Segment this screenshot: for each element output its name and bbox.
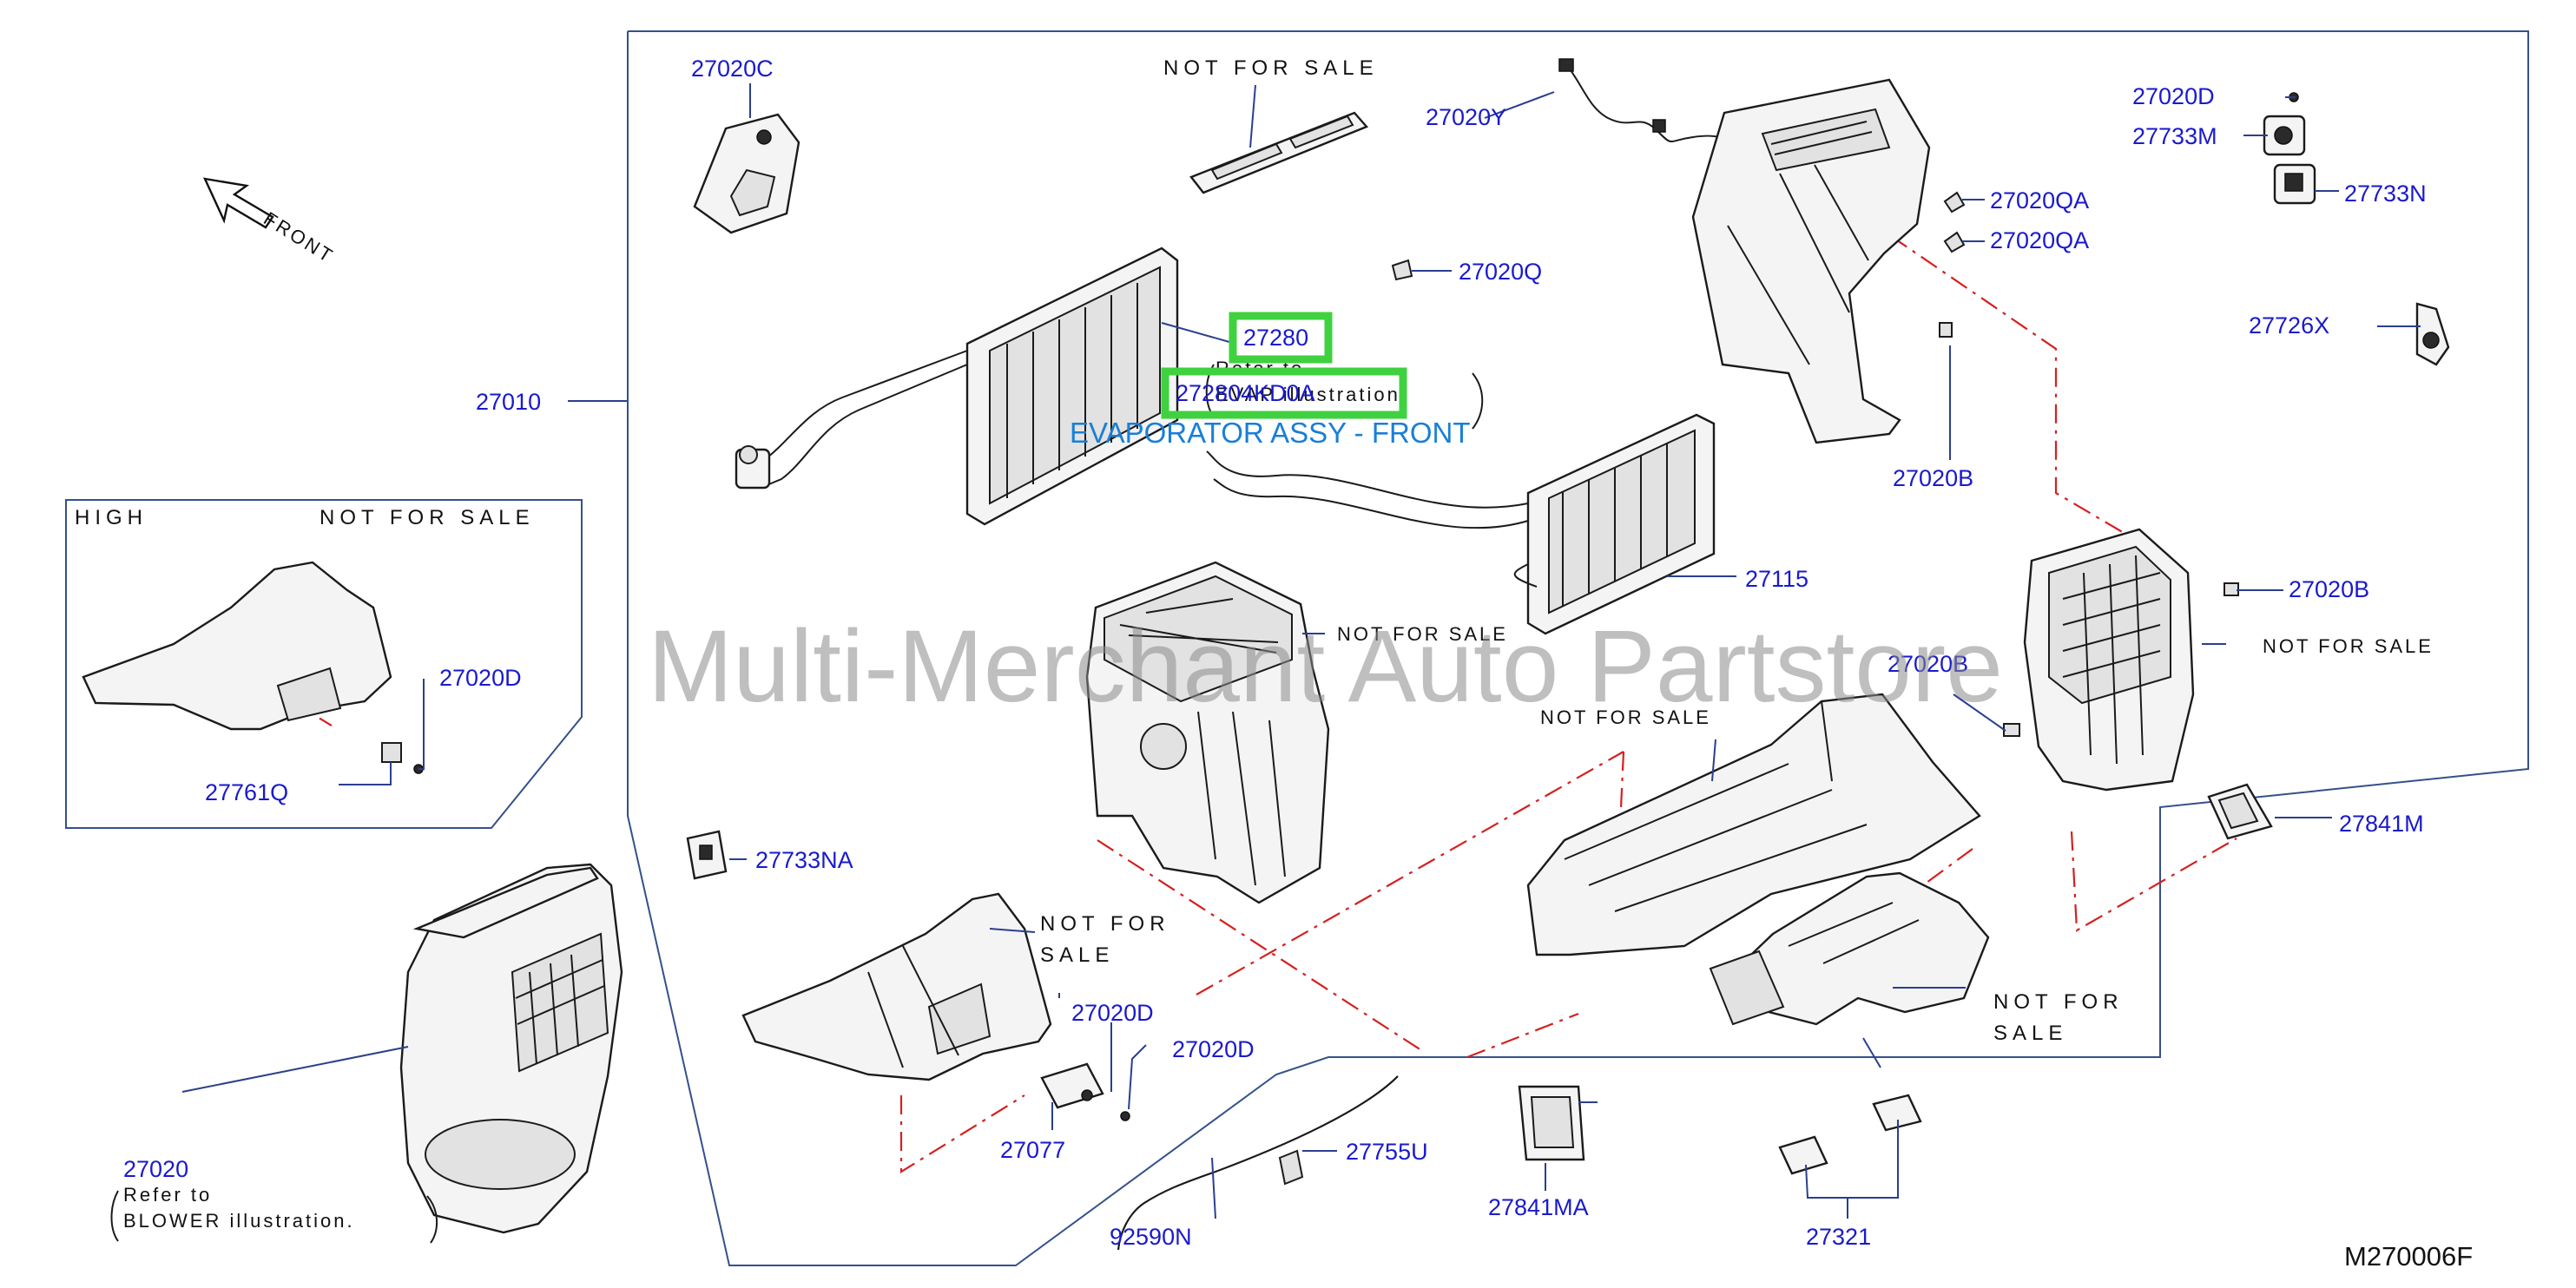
label-sale-lower-left: SALE bbox=[1040, 943, 1114, 967]
part-label-27841m[interactable]: 27841M bbox=[2339, 811, 2424, 837]
part-label-27020b-1[interactable]: 27020B bbox=[1893, 465, 1973, 491]
clip-27020b-upper-part bbox=[1939, 322, 1953, 338]
part-label-27841ma[interactable]: 27841MA bbox=[1488, 1194, 1589, 1220]
lower-duct-part bbox=[1709, 871, 1990, 1026]
part-label-27020d-top[interactable]: 27020D bbox=[2132, 83, 2215, 109]
part-label-27115[interactable]: 27115 bbox=[1745, 566, 1808, 592]
part-label-27733n[interactable]: 27733N bbox=[2344, 181, 2427, 207]
part-label-27020y[interactable]: 27020Y bbox=[1426, 104, 1506, 130]
label-not-for-lower-right: NOT FOR bbox=[1993, 990, 2124, 1014]
part-label-27761q[interactable]: 27761Q bbox=[205, 779, 288, 805]
label-blower-illustration: BLOWER illustration. bbox=[123, 1210, 355, 1232]
seal-27020c-part bbox=[693, 113, 800, 234]
highlight-box-27280-4kd0a bbox=[1161, 367, 1407, 419]
clip-27755u-part bbox=[1278, 1149, 1304, 1186]
label-not-for-sale-center: NOT FOR SALE bbox=[1337, 623, 1508, 645]
part-label-27020b-2[interactable]: 27020B bbox=[2289, 576, 2369, 602]
actuator-27733na-part bbox=[686, 830, 728, 880]
part-label-27280-4kd0a[interactable]: 272804KD0A bbox=[1176, 380, 1315, 406]
part-label-27020b-3[interactable]: 27020B bbox=[1888, 651, 1968, 677]
bracket-27077-part bbox=[1040, 1062, 1130, 1121]
part-label-27733m[interactable]: 27733M bbox=[2132, 123, 2217, 149]
parts-27321-part bbox=[1778, 1094, 1922, 1175]
inset-title: HIGH bbox=[75, 506, 148, 529]
highlight-box-27280 bbox=[1229, 312, 1333, 364]
case-lower-left-part bbox=[741, 892, 1052, 1081]
clip-27020b-mid-part bbox=[2003, 723, 2020, 737]
label-not-for-sale-duct: NOT FOR SALE bbox=[1540, 706, 1711, 728]
label-not-for-lower-left: NOT FOR bbox=[1040, 912, 1170, 936]
label-evap-illustration: EVAP illustration. bbox=[1216, 384, 1408, 405]
part-label-27020q[interactable]: 27020Q bbox=[1459, 259, 1542, 285]
case-upper-right-part bbox=[1691, 78, 1931, 444]
part-label-27733na[interactable]: 27733NA bbox=[755, 847, 853, 873]
part-label-27020[interactable]: 27020 bbox=[123, 1156, 188, 1182]
front-arrow-icon bbox=[202, 177, 274, 229]
part-label-27020d-inset[interactable]: 27020D bbox=[439, 665, 522, 691]
case-right-part bbox=[2023, 528, 2195, 792]
assembly-frame bbox=[627, 30, 2529, 1266]
part-label-27020c[interactable]: 27020C bbox=[691, 56, 774, 82]
label-refer-to-blower: Refer to bbox=[123, 1184, 212, 1206]
part-label-27010[interactable]: 27010 bbox=[476, 389, 541, 415]
part-label-27280[interactable]: 27280 bbox=[1243, 325, 1308, 351]
part-label-27077[interactable]: 27077 bbox=[1000, 1137, 1065, 1163]
sensor-27726x-part bbox=[2415, 302, 2450, 366]
diagram-code: M270006F bbox=[2344, 1241, 2473, 1272]
clip-27020b-right-part bbox=[2224, 582, 2239, 596]
inset-frame bbox=[65, 499, 583, 829]
label-not-for-sale-1: NOT FOR SALE bbox=[1163, 56, 1379, 80]
callout-label: EVAPORATOR ASSY - FRONT bbox=[1070, 417, 1470, 449]
part-label-27020qa-1[interactable]: 27020QA bbox=[1990, 187, 2089, 214]
watermark-text: Multi-Merchant Auto Partstore bbox=[648, 609, 2003, 724]
label-sale-lower-right: SALE bbox=[1993, 1022, 2067, 1045]
part-label-27020d-2[interactable]: 27020D bbox=[1071, 1000, 1154, 1026]
case-center-part bbox=[1085, 561, 1330, 904]
hose-92590n-part bbox=[1117, 1075, 1399, 1251]
actuators-top-right-part bbox=[2263, 92, 2316, 205]
harness-27020y-part bbox=[1558, 58, 1736, 164]
gasket-27841ma-part bbox=[1518, 1085, 1585, 1161]
part-label-27020qa-2[interactable]: 27020QA bbox=[1990, 227, 2089, 253]
front-label: FRONT bbox=[260, 207, 338, 267]
part-label-27755u[interactable]: 27755U bbox=[1346, 1139, 1428, 1165]
leader-lines bbox=[181, 83, 2421, 1219]
clip-27020q-part bbox=[1391, 259, 1413, 281]
part-label-27020d-3[interactable]: 27020D bbox=[1172, 1036, 1255, 1062]
clips-27020qa-part bbox=[1943, 191, 1966, 253]
label-not-for-sale-inset: NOT FOR SALE bbox=[320, 506, 535, 529]
part-label-27726x[interactable]: 27726X bbox=[2249, 312, 2329, 338]
floor-duct-part bbox=[1526, 693, 1981, 956]
part-label-27321[interactable]: 27321 bbox=[1806, 1224, 1871, 1250]
label-not-for-sale-right: NOT FOR SALE bbox=[2263, 635, 2434, 657]
grille-top-part bbox=[1189, 111, 1369, 194]
blower-unit-part bbox=[399, 863, 623, 1234]
gasket-27841m-part bbox=[2207, 783, 2273, 840]
evaporator-core-part bbox=[735, 246, 1179, 526]
heater-core-part bbox=[1206, 413, 1716, 635]
inset-case-part bbox=[82, 561, 424, 774]
part-label-92590n[interactable]: 92590N bbox=[1110, 1224, 1192, 1250]
